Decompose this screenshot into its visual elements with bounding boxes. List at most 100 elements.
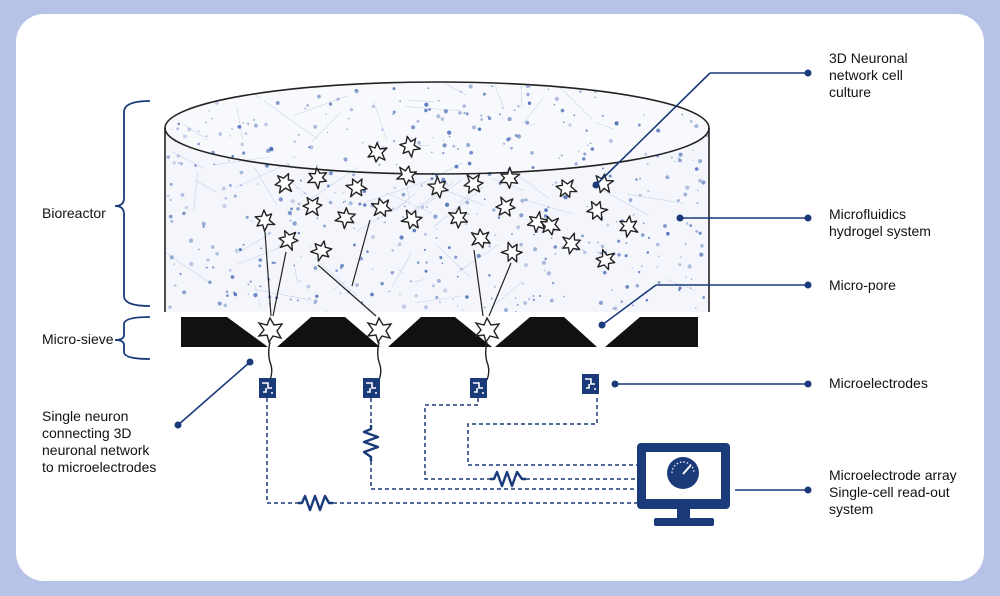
hydrogel-fiber (373, 101, 387, 140)
hydrogel-dot (577, 150, 580, 152)
hydrogel-dot (558, 157, 561, 159)
hydrogel-dot (249, 280, 253, 283)
hydrogel-dot (514, 134, 518, 138)
hydrogel-dot (168, 214, 173, 219)
hydrogel-dot (655, 242, 660, 247)
hydrogel-dot (516, 303, 519, 307)
hydrogel-dot (224, 196, 228, 200)
hydrogel-dot (625, 242, 628, 245)
neuron-star-icon (499, 166, 521, 189)
label-microelectrodes: Microelectrodes (829, 375, 928, 391)
neuron-star-icon (278, 229, 299, 251)
hydrogel-dot (553, 245, 558, 249)
hydrogel-dot (632, 304, 634, 307)
hydrogel-dot (197, 142, 201, 146)
hydrogel-dot (499, 113, 501, 116)
hydrogel-dot (366, 250, 369, 253)
hydrogel-dot (238, 87, 243, 91)
hydrogel-dot (399, 100, 401, 102)
hydrogel-dot (462, 104, 466, 108)
hydrogel-fiber (598, 187, 649, 216)
hydrogel-dot (549, 298, 554, 303)
hydrogel-fiber (490, 281, 524, 308)
callout-dots (174, 69, 812, 494)
hydrogel-dot (456, 305, 459, 307)
hydrogel-dot (218, 132, 223, 136)
hydrogel-dot (440, 257, 443, 260)
hydrogel-dot (435, 295, 439, 299)
hydrogel-dot (632, 213, 635, 216)
hydrogel-dot (391, 249, 394, 252)
hydrogel-dot (256, 84, 261, 89)
hydrogel-dot (401, 304, 407, 309)
hydrogel-dot (687, 264, 692, 269)
hydrogel-dot (460, 90, 462, 93)
hydrogel-dot (441, 262, 444, 265)
hydrogel-fiber (253, 288, 313, 301)
hydrogel-dot (448, 135, 451, 138)
hydrogel-dot (409, 279, 413, 283)
resistor-icon (298, 494, 333, 512)
hydrogel-dot (443, 109, 448, 114)
hydrogel-dot (547, 88, 550, 91)
neuron-star-icon (310, 240, 333, 262)
hydrogel-dot (436, 278, 441, 283)
hydrogel-dot (180, 193, 185, 197)
hydrogel-dot (666, 231, 670, 236)
hydrogel-dot (454, 255, 458, 259)
hydrogel-dot (210, 245, 215, 249)
hydrogel-dot (328, 171, 333, 176)
neuron-star-icon (306, 167, 328, 190)
neuron-star-icon (399, 135, 422, 158)
hydrogel-fiber (234, 162, 290, 189)
neuron-star-icon (447, 206, 469, 229)
hydrogel-dot (542, 260, 547, 265)
hydrogel-dot (647, 189, 650, 193)
hydrogel-fiber (366, 180, 426, 203)
hydrogel-dot (442, 139, 445, 142)
hydrogel-dot (233, 194, 237, 198)
hydrogel-fiber (195, 180, 218, 193)
neuron-star-icon (254, 209, 276, 233)
hydrogel-dot (300, 255, 303, 258)
hydrogel-dot (205, 135, 208, 137)
hydrogel-dot (304, 107, 306, 110)
hydrogel-dot (251, 87, 256, 92)
hydrogel-dot (439, 301, 441, 304)
label-micro-pore: Micro-pore (829, 277, 896, 293)
hydrogel-dot (222, 203, 227, 209)
neuron-star-icon (500, 241, 523, 263)
hydrogel-dot (471, 125, 476, 130)
hydrogel-dot (425, 261, 428, 264)
hydrogel-dot (530, 150, 534, 155)
hydrogel-dot (411, 125, 416, 130)
hydrogel-dot (447, 130, 452, 135)
hydrogel-dot (399, 293, 401, 295)
hydrogel-fiber (171, 151, 205, 169)
hydrogel-dot (614, 121, 619, 126)
hydrogel-dot (467, 161, 472, 166)
hydrogel-dot (213, 163, 216, 166)
hydrogel-dot (459, 267, 463, 271)
hydrogel-dot (469, 150, 474, 155)
hydrogel-dot (342, 191, 345, 194)
hydrogel-dot (507, 117, 512, 122)
hydrogel-dot (665, 175, 670, 180)
hydrogel-dot (380, 128, 384, 131)
hydrogel-dot (551, 281, 555, 285)
hydrogel-dot (420, 205, 425, 209)
hydrogel-dot (608, 174, 612, 178)
hydrogel-dot (230, 275, 235, 279)
hydrogel-fiber (254, 285, 262, 307)
hydrogel-dot (694, 307, 697, 310)
hydrogel-dot (353, 227, 356, 230)
neuron-star-icon (345, 178, 368, 198)
hydrogel-dot (229, 134, 231, 137)
hydrogel-dot (443, 288, 448, 293)
hydrogel-dot (430, 177, 434, 181)
hydrogel-dot (363, 203, 367, 207)
hydrogel-dot (402, 216, 404, 218)
hydrogel-dot (432, 284, 435, 288)
hydrogel-fiber (391, 252, 412, 288)
